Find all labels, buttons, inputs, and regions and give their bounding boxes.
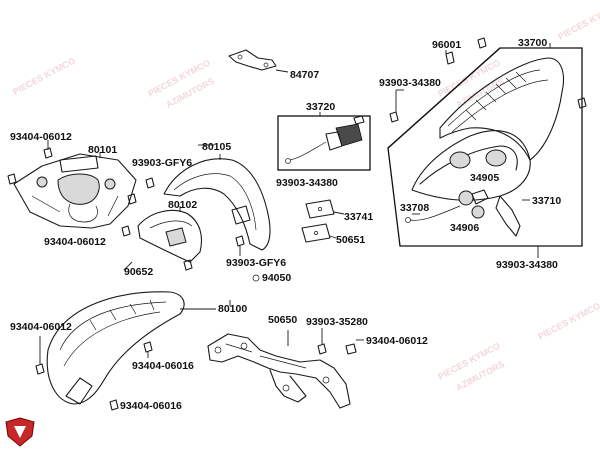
rear-carrier-80105 xyxy=(145,154,271,251)
socket-34905 xyxy=(458,189,489,206)
license-bracket-84707 xyxy=(228,49,289,73)
taillight-box-33700 xyxy=(387,37,587,258)
part-label: 50651 xyxy=(336,234,365,246)
part-label: 93903-34380 xyxy=(379,77,441,89)
part-label: 80105 xyxy=(202,141,231,153)
part-label: 80100 xyxy=(218,303,247,315)
watermark-text: PIECES KYMCO xyxy=(11,56,77,97)
watermark-text: PIECES KYMCO xyxy=(536,301,600,342)
reflector-plates xyxy=(301,199,345,243)
socket-34906 xyxy=(471,205,485,219)
part-label: 93903-34380 xyxy=(276,177,338,189)
part-label: 96001 xyxy=(432,39,461,51)
part-label: 93903-35280 xyxy=(306,316,368,328)
part-label: 50650 xyxy=(268,314,297,326)
part-label: 93404-06012 xyxy=(44,236,106,248)
watermark-text: PIECES KYMCO xyxy=(556,1,600,42)
part-label: 93404-06012 xyxy=(366,335,428,347)
part-label: 34906 xyxy=(450,222,479,234)
part-label: 93404-06016 xyxy=(132,360,194,372)
watermark-group: PIECES KYMCO AZIMUTORS PIECES KYMCO AZIM… xyxy=(11,1,600,393)
frame-bracket-50650 xyxy=(207,328,364,409)
brand-logo-icon xyxy=(5,417,35,447)
part-label: 93903-GFY6 xyxy=(132,157,192,169)
license-light-box-33720 xyxy=(277,112,371,171)
part-label: 93404-06012 xyxy=(10,131,72,143)
part-label: 90652 xyxy=(124,266,153,278)
part-label: 80102 xyxy=(168,199,197,211)
rear-fender-80100 xyxy=(35,291,185,411)
part-label: 34905 xyxy=(470,172,499,184)
part-label: 84707 xyxy=(290,69,319,81)
part-label: 33710 xyxy=(532,195,561,207)
part-label: 80101 xyxy=(88,144,117,156)
part-label: 94050 xyxy=(262,272,291,284)
part-label: 93903-GFY6 xyxy=(226,257,286,269)
part-label: 93404-06012 xyxy=(10,321,72,333)
part-label: 33741 xyxy=(344,211,373,223)
part-label: 33708 xyxy=(400,202,429,214)
part-label: 93903-34380 xyxy=(496,259,558,271)
part-label: 93404-06016 xyxy=(120,400,182,412)
part-label: 33700 xyxy=(518,37,547,49)
cover-80102 xyxy=(137,206,260,282)
part-label: 33720 xyxy=(306,101,335,113)
undertray-80101 xyxy=(7,140,137,237)
